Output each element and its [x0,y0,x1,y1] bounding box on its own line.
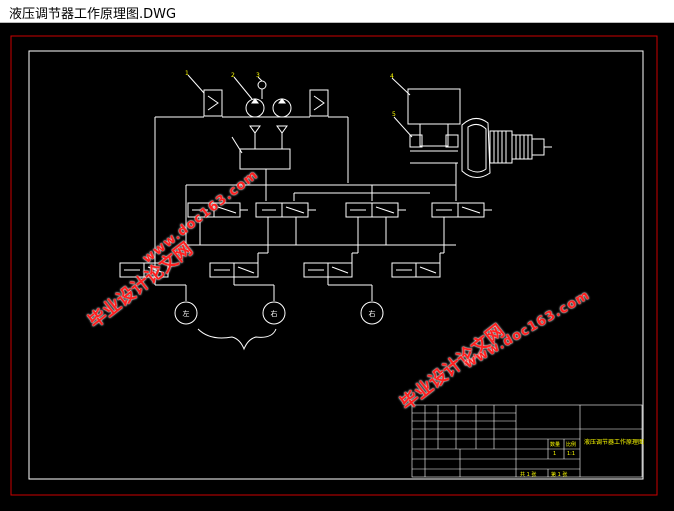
part-number-4: 4 [390,73,394,80]
motor-label-left: 左 [183,309,190,318]
wheel-cylinder-right-2 [360,301,384,325]
hydraulic-circuit [119,74,552,351]
title-block-scale-value: 1:1 [567,451,576,457]
wheel-cylinder-left [174,301,198,325]
motor-label-right-1: 右 [271,309,278,318]
brake-booster [461,118,491,178]
control-valve-block [239,148,291,170]
title-block-drawing-name: 液压调节器工作原理图 [584,439,645,446]
title-block-sheet-total: 共 1 张 [520,472,537,478]
wheel-cylinder-right-1 [262,301,286,325]
inner-frame [28,50,644,480]
outer-frame [10,35,658,496]
title-block-qty-value: 1 [553,451,557,457]
actuator-housing [407,88,461,125]
part-number-1: 1 [185,70,189,77]
gauge [257,80,267,90]
title-block-sheet-no: 第 1 张 [551,472,568,478]
motor-label-right-2: 右 [369,309,376,318]
left-relief-valve [203,89,223,117]
drawing-canvas[interactable]: 1 2 3 4 5 左 右 右 [0,23,674,511]
title-block-qty-header: 数量 [550,442,561,448]
title-block-scale-header: 比例 [566,442,577,448]
title-block [411,404,643,478]
window-titlebar: 液压调节器工作原理图.DWG [0,0,674,23]
right-relief-valve [309,89,329,117]
window-title: 液压调节器工作原理图.DWG [9,7,177,22]
part-number-3: 3 [256,72,260,79]
schematic-drawing: 1 2 3 4 5 左 右 右 [10,35,658,496]
part-number-2: 2 [231,72,235,79]
part-number-5: 5 [392,111,396,118]
